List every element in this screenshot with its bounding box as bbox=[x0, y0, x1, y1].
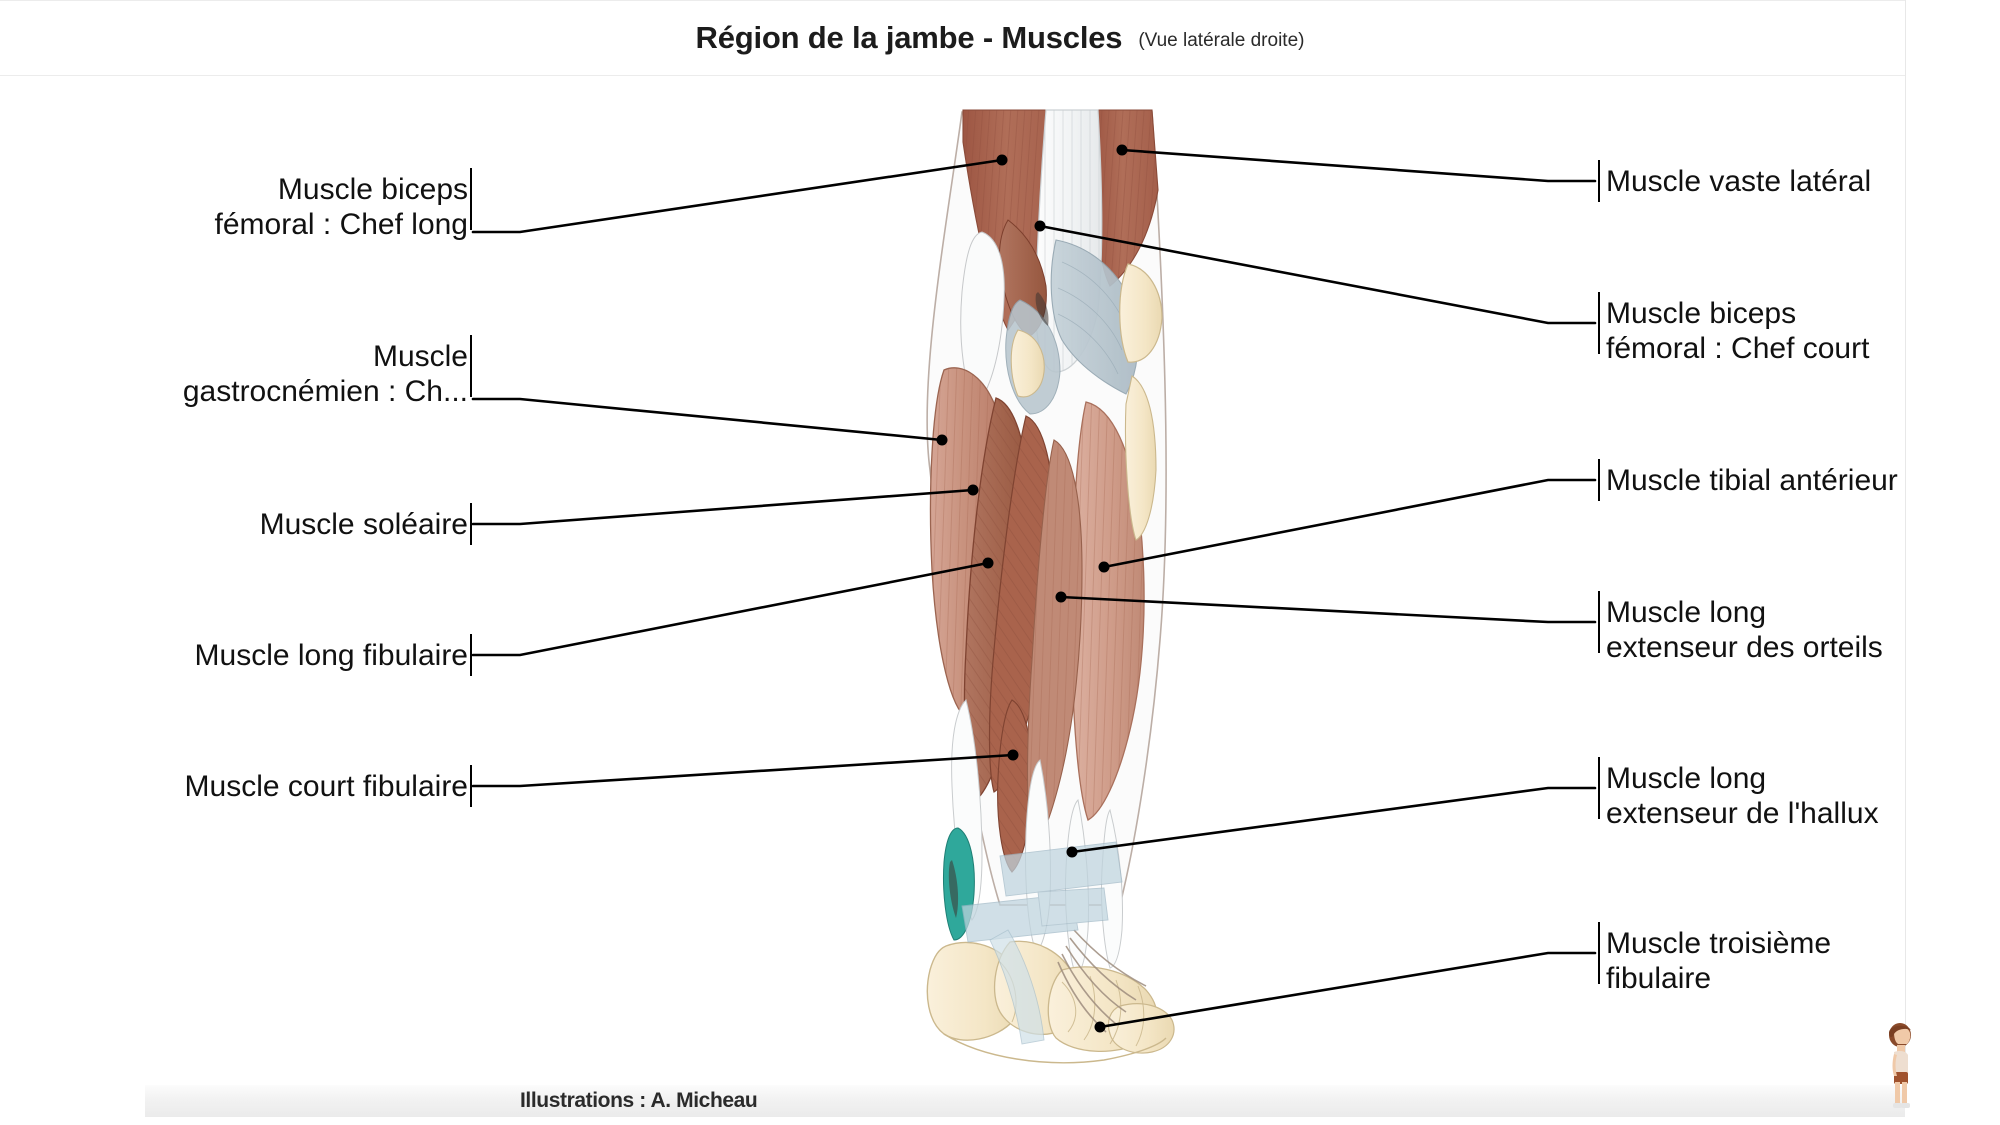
label-tick-tibial-anterieur bbox=[1598, 459, 1600, 501]
leader-dot-long-extenseur-orteils bbox=[1055, 591, 1067, 603]
label-tick-biceps-femoral-chef-court bbox=[1598, 292, 1600, 354]
page-title: Région de la jambe - Muscles (Vue latéral… bbox=[0, 20, 2000, 56]
label-biceps-femoral-chef-court[interactable]: Muscle biceps fémoral : Chef court bbox=[1606, 297, 1870, 365]
label-vaste-lateral[interactable]: Muscle vaste latéral bbox=[1606, 165, 1872, 198]
leader-lines bbox=[471, 148, 1597, 1029]
leader-line-soleaire bbox=[471, 488, 975, 526]
label-tick-gastrocnemien-chef bbox=[470, 335, 472, 397]
label-tick-biceps-femoral-chef-long bbox=[470, 168, 472, 230]
leader-endpoint-dots bbox=[936, 144, 1128, 1033]
leader-dot-vaste-lateral bbox=[1116, 144, 1128, 156]
label-tibial-anterieur[interactable]: Muscle tibial antérieur bbox=[1606, 464, 1898, 497]
body-position-figure-icon[interactable] bbox=[1880, 1022, 1924, 1110]
leader-line-troisieme-fibulaire bbox=[1098, 951, 1597, 1029]
chrome-rule-right bbox=[1905, 0, 1906, 1085]
leader-line-biceps-femoral-chef-court bbox=[1038, 224, 1597, 325]
label-tick-vaste-lateral bbox=[1598, 160, 1600, 202]
patella-bone bbox=[1010, 329, 1045, 398]
title-subtitle: (Vue latérale droite) bbox=[1138, 30, 1305, 51]
label-long-fibulaire[interactable]: Muscle long fibulaire bbox=[194, 639, 468, 672]
ankle-retinacula bbox=[961, 841, 1123, 943]
leader-line-court-fibulaire bbox=[471, 753, 1015, 788]
label-long-extenseur-hallux[interactable]: Muscle long extenseur de l'hallux bbox=[1606, 762, 1879, 830]
credit-text: Illustrations : A. Micheau bbox=[520, 1089, 758, 1112]
retinaculum-strap bbox=[989, 929, 1045, 1045]
leader-dot-court-fibulaire bbox=[1007, 749, 1019, 761]
label-soleaire[interactable]: Muscle soléaire bbox=[259, 508, 468, 541]
chrome-rule-second bbox=[0, 75, 1905, 76]
label-tick-long-fibulaire bbox=[470, 634, 472, 676]
leader-line-vaste-lateral bbox=[1120, 148, 1597, 183]
leader-dot-soleaire bbox=[967, 484, 979, 496]
label-biceps-femoral-chef-long[interactable]: Muscle biceps fémoral : Chef long bbox=[214, 173, 468, 241]
tibia-bone-upper bbox=[1124, 375, 1157, 541]
shadow-details bbox=[948, 292, 1049, 918]
credit-strip bbox=[145, 1085, 1905, 1117]
leg-artwork bbox=[926, 109, 1175, 1064]
leader-line-gastrocnemien-chef bbox=[471, 397, 944, 442]
leader-dot-gastrocnemien-chef bbox=[936, 434, 948, 446]
label-gastrocnemien-chef[interactable]: Muscle gastrocnémien : Ch... bbox=[182, 340, 468, 408]
leader-dot-tibial-anterieur bbox=[1098, 561, 1110, 573]
label-court-fibulaire[interactable]: Muscle court fibulaire bbox=[184, 770, 468, 803]
leader-dot-biceps-femoral-chef-long bbox=[996, 154, 1008, 166]
femoral-condyle-bone bbox=[1119, 263, 1163, 363]
leader-dot-biceps-femoral-chef-court bbox=[1034, 220, 1046, 232]
leader-dot-long-fibulaire bbox=[982, 557, 994, 569]
knee-joint-capsule bbox=[1050, 239, 1139, 395]
label-tick-long-extenseur-orteils bbox=[1598, 591, 1600, 653]
label-tick-soleaire bbox=[470, 503, 472, 545]
leader-line-tibial-anterieur bbox=[1102, 478, 1597, 569]
label-tick-troisieme-fibulaire bbox=[1598, 922, 1600, 984]
chrome-rule-top bbox=[0, 0, 1905, 1]
leader-line-long-extenseur-hallux bbox=[1070, 786, 1597, 854]
title-text: Région de la jambe - Muscles bbox=[695, 20, 1123, 55]
label-long-extenseur-orteils[interactable]: Muscle long extenseur des orteils bbox=[1606, 596, 1883, 664]
label-troisieme-fibulaire[interactable]: Muscle troisième fibulaire bbox=[1606, 927, 1832, 995]
leader-dot-troisieme-fibulaire bbox=[1094, 1021, 1106, 1033]
leader-line-long-extenseur-orteils bbox=[1059, 595, 1597, 624]
leader-line-biceps-femoral-chef-long bbox=[471, 158, 1004, 234]
foot-bones bbox=[926, 940, 1175, 1064]
label-tick-long-extenseur-hallux bbox=[1598, 757, 1600, 819]
leader-line-long-fibulaire bbox=[471, 561, 990, 657]
label-tick-court-fibulaire bbox=[470, 765, 472, 807]
leader-dot-long-extenseur-hallux bbox=[1066, 846, 1078, 858]
